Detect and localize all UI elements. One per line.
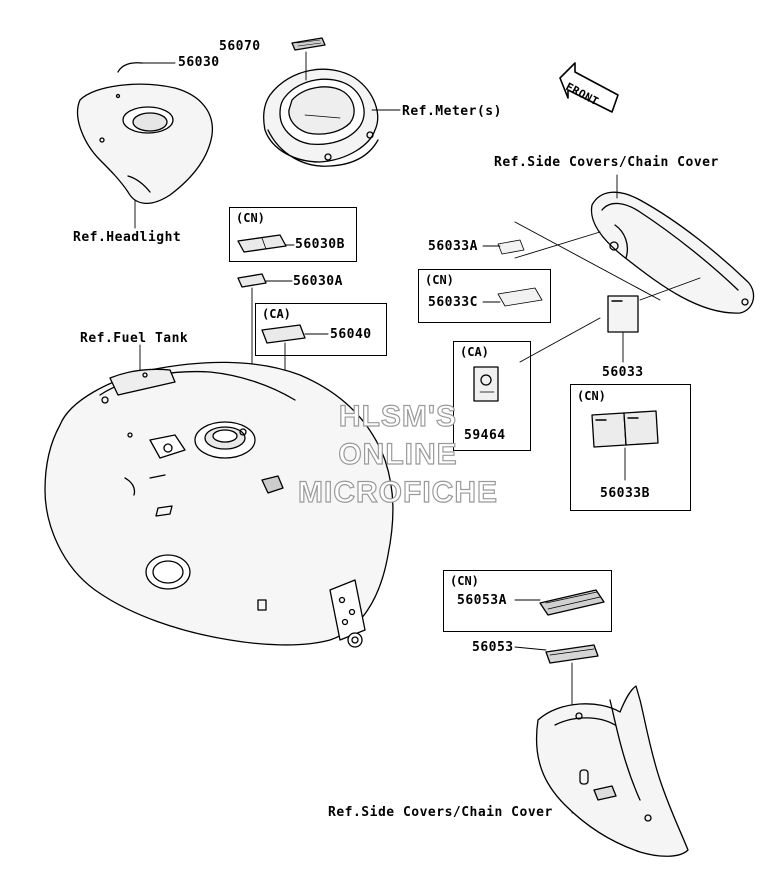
part-label-56030: 56030 bbox=[178, 55, 220, 70]
part-label-56070: 56070 bbox=[219, 39, 261, 54]
meter-drawing bbox=[263, 37, 401, 167]
part-label-56053: 56053 bbox=[472, 640, 514, 655]
part-label-56040: 56040 bbox=[330, 327, 372, 342]
ref-side-covers-bottom-label: Ref.Side Covers/Chain Cover bbox=[328, 805, 553, 820]
side-cover-top-drawing bbox=[590, 174, 755, 314]
part-label-56033a: 56033A bbox=[428, 239, 478, 254]
ref-meter-label: Ref.Meter(s) bbox=[402, 104, 502, 119]
part-label-56030a: 56030A bbox=[293, 274, 343, 289]
label-stickers bbox=[237, 234, 659, 664]
box-cn-56030b bbox=[229, 207, 357, 262]
box-ca-56040 bbox=[255, 303, 387, 356]
box-cn-56053a bbox=[443, 570, 612, 632]
box-cn-56033c bbox=[418, 269, 551, 323]
tag-ca-59464: (CA) bbox=[460, 345, 489, 359]
tag-cn-56053a: (CN) bbox=[450, 574, 479, 588]
tag-cn-56033b: (CN) bbox=[577, 389, 606, 403]
box-cn-56033b bbox=[570, 384, 691, 511]
part-label-56033b: 56033B bbox=[600, 486, 650, 501]
part-label-56033: 56033 bbox=[602, 365, 644, 380]
headlight-cover-drawing bbox=[76, 62, 213, 229]
part-label-59464: 59464 bbox=[464, 428, 506, 443]
ref-headlight-label: Ref.Headlight bbox=[73, 230, 182, 245]
fuel-tank-drawing bbox=[44, 361, 394, 648]
tag-cn-56033c: (CN) bbox=[425, 273, 454, 287]
watermark-line-1: HLSM'S bbox=[338, 400, 458, 433]
part-label-56053a: 56053A bbox=[457, 593, 507, 608]
box-ca-59464 bbox=[453, 341, 531, 451]
ref-fuel-tank-label: Ref.Fuel Tank bbox=[80, 331, 189, 346]
part-label-56033c: 56033C bbox=[428, 295, 478, 310]
watermark-line-3: MICROFICHE bbox=[297, 476, 498, 509]
tag-ca-56040: (CA) bbox=[262, 307, 291, 321]
watermark-line-2: ONLINE bbox=[338, 438, 458, 471]
ref-side-covers-top-label: Ref.Side Covers/Chain Cover bbox=[494, 155, 719, 170]
part-label-56030b: 56030B bbox=[295, 237, 345, 252]
tag-cn-56030b: (CN) bbox=[236, 211, 265, 225]
front-arrow-drawing bbox=[559, 62, 619, 113]
side-cover-bottom-drawing bbox=[535, 685, 689, 857]
